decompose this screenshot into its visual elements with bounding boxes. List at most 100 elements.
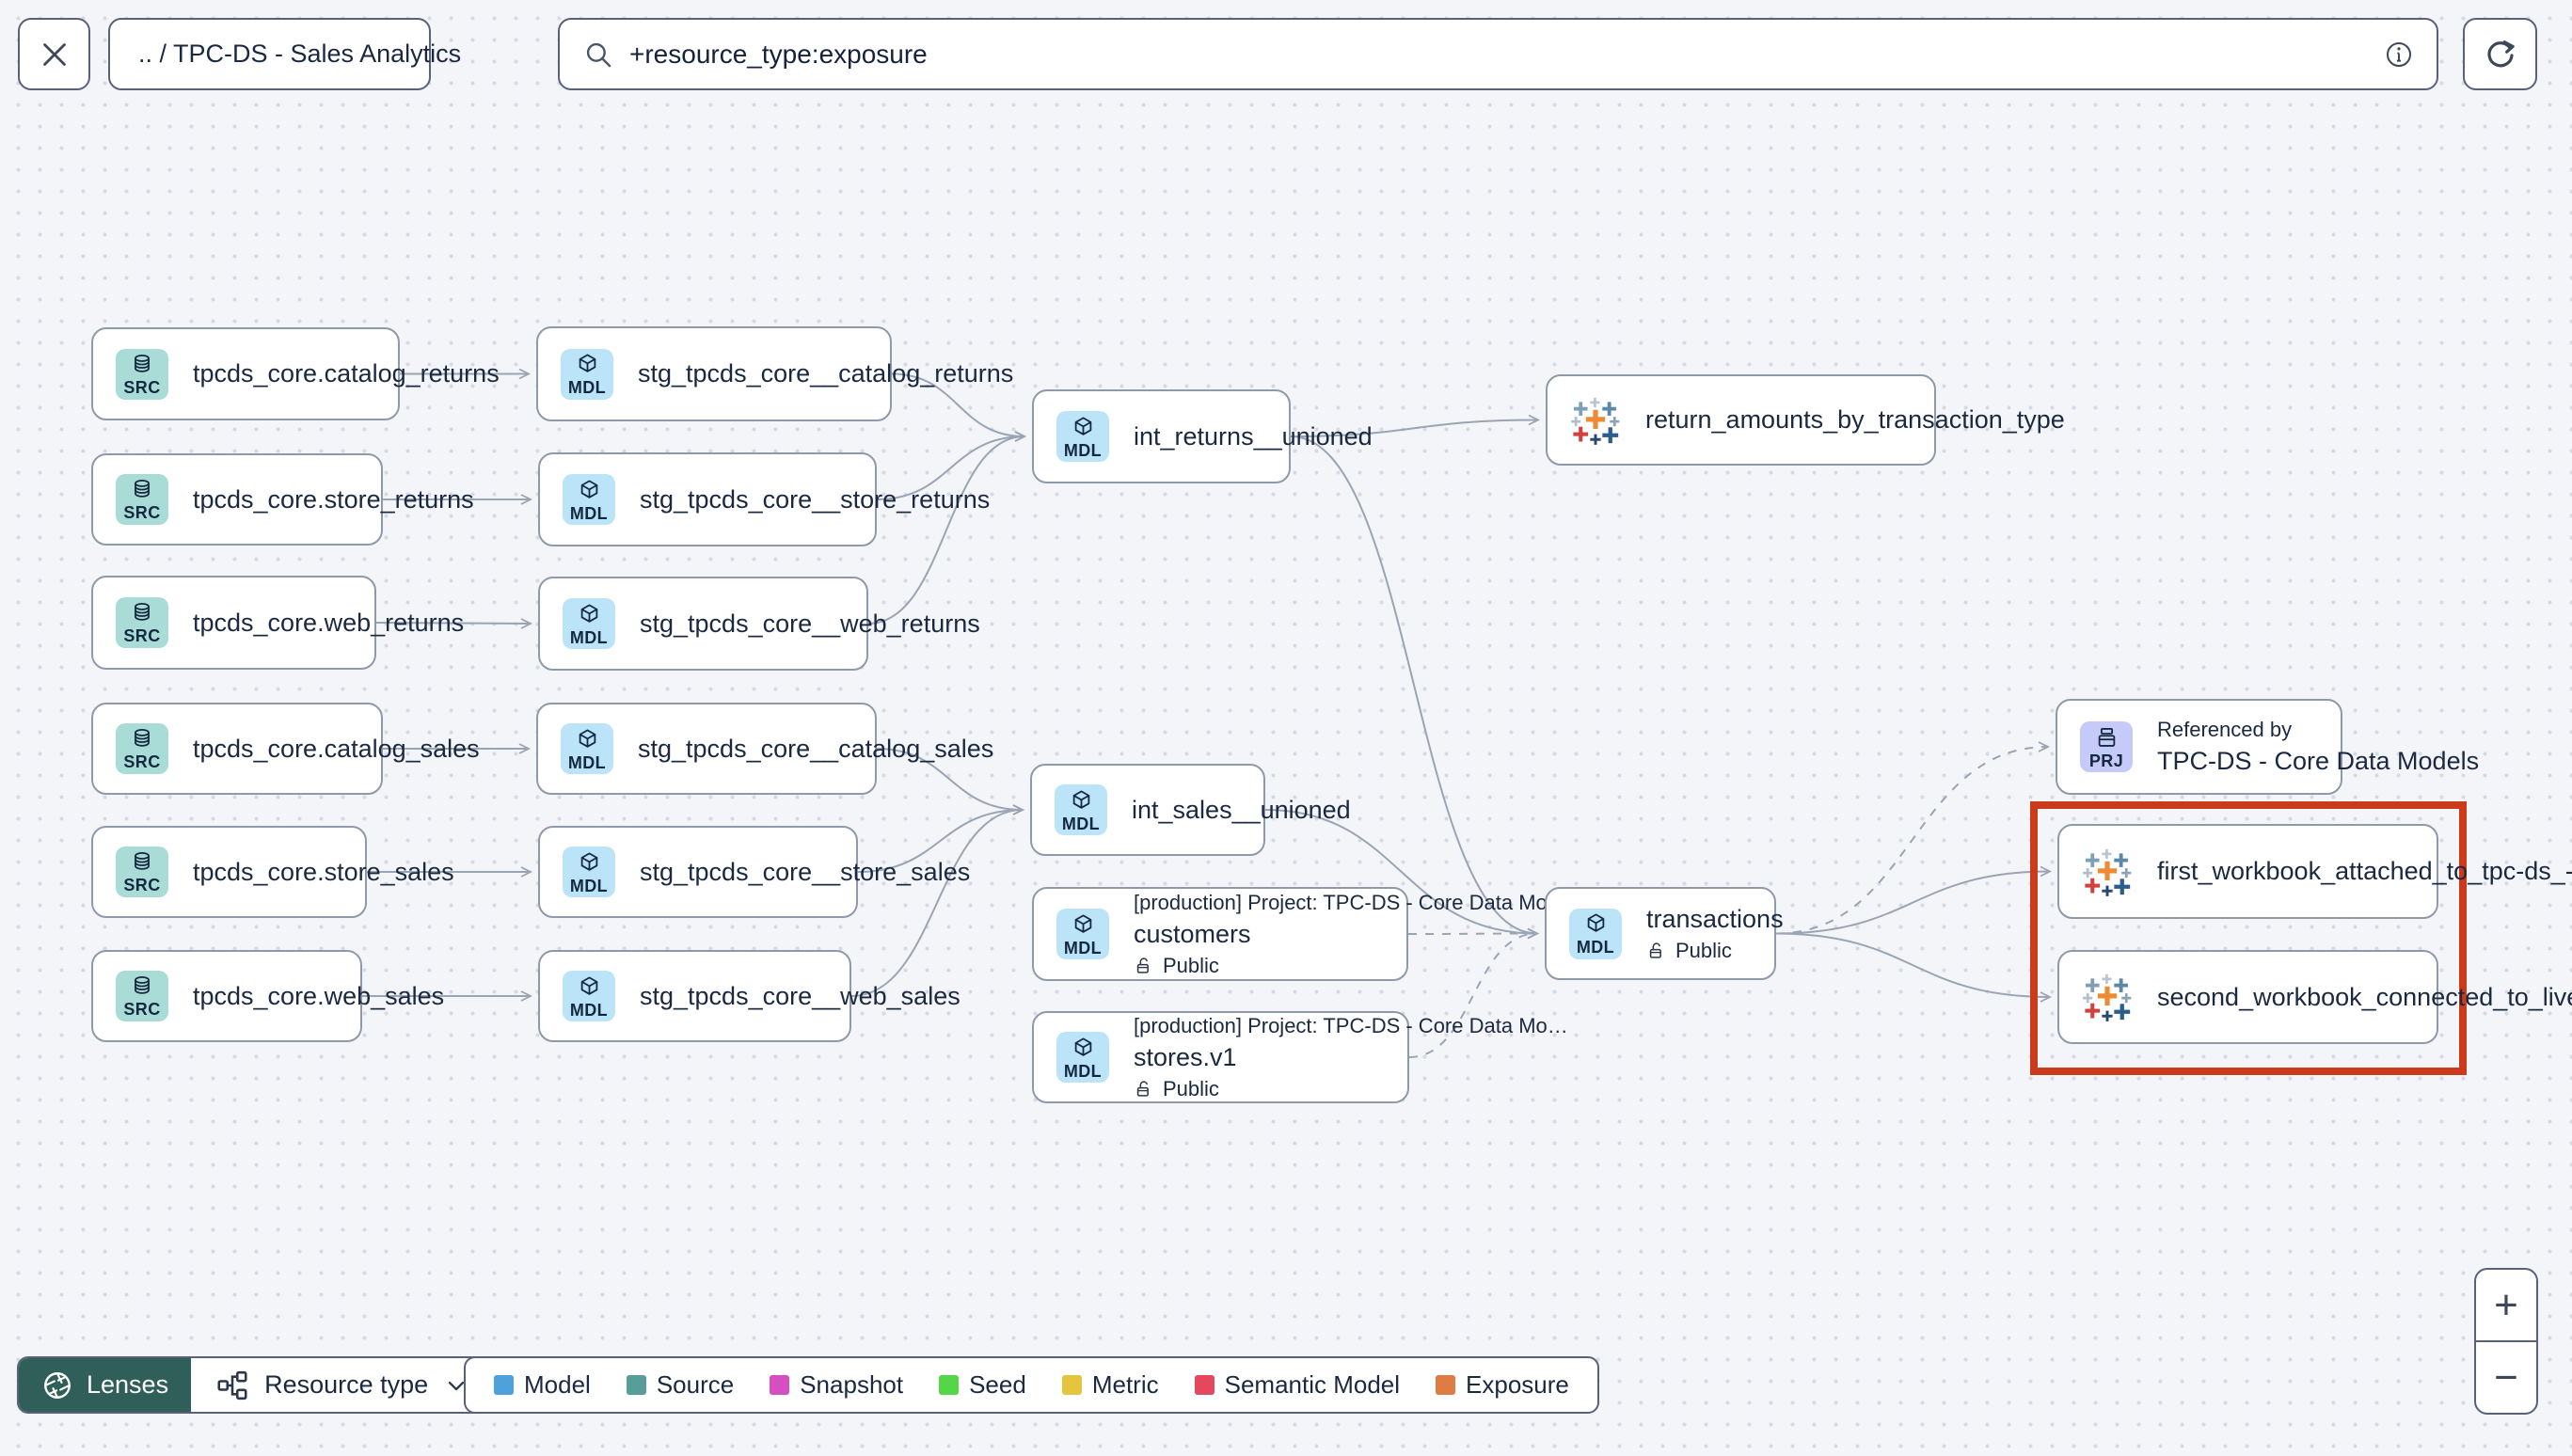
zoom-in-button[interactable]: + — [2476, 1270, 2536, 1342]
edge-transactions-to-wb_first — [1775, 865, 2053, 935]
model-cube-icon: MDL — [1055, 784, 1107, 835]
refresh-button[interactable] — [2463, 18, 2537, 90]
legend-label: Seed — [969, 1370, 1026, 1399]
model-cube-icon: MDL — [561, 723, 613, 774]
lenses-button[interactable]: Lenses — [19, 1358, 192, 1412]
source-database-icon: SRC — [116, 597, 168, 648]
resource-type-dropdown[interactable]: Resource type — [191, 1358, 495, 1412]
node-label: tpcds_core.catalog_returns — [193, 359, 500, 388]
node-label: stg_tpcds_core__catalog_sales — [638, 734, 994, 763]
breadcrumb-label: .. / TPC-DS - Sales Analytics — [138, 40, 462, 68]
graph-node-return_amounts[interactable]: return_amounts_by_transaction_type — [1546, 374, 2065, 466]
legend-item-exposure: Exposure — [1436, 1370, 1569, 1400]
graph-node-stg_catalog_returns[interactable]: MDL stg_tpcds_core__catalog_returns — [536, 326, 1013, 421]
selection-highlight — [2030, 801, 2467, 1075]
legend-swatch — [494, 1375, 514, 1395]
node-label: stg_tpcds_core__web_returns — [640, 609, 980, 638]
access-label: Public — [1163, 1076, 1219, 1100]
close-icon — [42, 42, 66, 66]
graph-node-transactions[interactable]: MDL transactions Public — [1545, 887, 1784, 980]
node-access: Public — [1134, 1077, 1385, 1101]
graph-node-int_sales[interactable]: MDL int_sales__unioned — [1030, 764, 1351, 856]
edge-stg_web_returns-to-int_returns — [867, 431, 1027, 625]
edge-int_returns-to-transactions — [1290, 435, 1540, 940]
node-label: tpcds_core.store_sales — [193, 857, 454, 886]
minus-icon: − — [2494, 1353, 2518, 1401]
source-database-icon: SRC — [116, 474, 168, 525]
legend-swatch — [626, 1375, 646, 1395]
legend-swatch — [1194, 1375, 1215, 1395]
model-cube-icon: MDL — [563, 971, 615, 1021]
resource-badge: SRC — [123, 876, 161, 894]
resource-badge: MDL — [569, 876, 609, 895]
graph-node-wb_second[interactable]: second_workbook_connected_to_live… — [2057, 950, 2572, 1044]
graph-node-stores_v1[interactable]: MDL [production] Project: TPC-DS - Core … — [1032, 1011, 1568, 1103]
node-label: customers — [1134, 919, 1251, 948]
graph-node-stg_store_returns[interactable]: MDL stg_tpcds_core__store_returns — [538, 452, 990, 546]
resource-badge: MDL — [1576, 938, 1615, 957]
resource-type-label: Resource type — [264, 1370, 429, 1399]
legend-item-semantic-model: Semantic Model — [1194, 1370, 1400, 1400]
graph-node-int_returns[interactable]: MDL int_returns__unioned — [1032, 389, 1373, 483]
search-bar — [558, 18, 2438, 90]
search-icon — [586, 42, 611, 67]
node-label: return_amounts_by_transaction_type — [1645, 405, 2065, 434]
graph-node-stg_store_sales[interactable]: MDL stg_tpcds_core__store_sales — [538, 826, 970, 918]
resource-type-legend: Model Source Snapshot Seed Metric Semant… — [464, 1356, 1599, 1414]
legend-swatch — [1436, 1375, 1456, 1395]
graph-node-src_store_returns[interactable]: SRC tpcds_core.store_returns — [91, 453, 474, 546]
node-label: tpcds_core.web_returns — [193, 608, 465, 637]
resource-badge: MDL — [1061, 814, 1101, 833]
edge-transactions-to-wb_second — [1775, 932, 2053, 1003]
refresh-icon — [2486, 40, 2515, 67]
legend-label: Metric — [1091, 1370, 1159, 1399]
node-label: stg_tpcds_core__catalog_returns — [638, 359, 1014, 388]
graph-node-wb_first[interactable]: first_workbook_attached_to_tpc-ds_-_… — [2057, 824, 2572, 919]
legend-item-source: Source — [626, 1370, 734, 1400]
aperture-icon — [44, 1371, 71, 1399]
graph-node-src_catalog_returns[interactable]: SRC tpcds_core.catalog_returns — [91, 327, 500, 420]
model-cube-icon: MDL — [1056, 909, 1109, 959]
resource-badge: MDL — [1063, 938, 1103, 957]
node-access: Public — [1646, 939, 1752, 963]
node-label: tpcds_core.web_sales — [193, 981, 445, 1010]
legend-item-model: Model — [494, 1370, 591, 1400]
exposure-tableau-icon — [2082, 972, 2133, 1022]
model-cube-icon: MDL — [563, 847, 615, 897]
graph-node-stg_catalog_sales[interactable]: MDL stg_tpcds_core__catalog_sales — [536, 703, 993, 795]
graph-node-prj_ref[interactable]: PRJ Referenced by TPC-DS - Core Data Mode… — [2056, 699, 2480, 795]
edge-customers-to-transactions — [1407, 927, 1540, 940]
node-project-title: Referenced by — [2157, 718, 2293, 741]
resource-badge: MDL — [567, 752, 607, 772]
resource-badge: MDL — [569, 1000, 609, 1020]
resource-badge: SRC — [123, 1000, 161, 1019]
graph-node-stg_web_sales[interactable]: MDL stg_tpcds_core__web_sales — [538, 950, 961, 1042]
legend-swatch — [939, 1375, 960, 1395]
graph-node-src_web_sales[interactable]: SRC tpcds_core.web_sales — [91, 950, 444, 1042]
info-icon[interactable] — [2384, 40, 2414, 70]
graph-node-stg_web_returns[interactable]: MDL stg_tpcds_core__web_returns — [538, 577, 980, 671]
node-label: TPC-DS - Core Data Models — [2157, 747, 2480, 775]
source-database-icon: SRC — [116, 348, 168, 400]
plus-icon: + — [2494, 1281, 2518, 1328]
unlock-icon — [1134, 956, 1154, 976]
resource-badge: MDL — [1063, 440, 1103, 460]
breadcrumb[interactable]: .. / TPC-DS - Sales Analytics — [108, 18, 461, 90]
legend-swatch — [770, 1375, 790, 1395]
zoom-out-button[interactable]: − — [2476, 1342, 2536, 1413]
model-cube-icon: MDL — [1056, 1032, 1109, 1083]
node-project-title: [production] Project: TPC-DS - Core Data… — [1134, 1013, 1568, 1037]
graph-node-src_web_returns[interactable]: SRC tpcds_core.web_returns — [91, 576, 464, 670]
resource-badge: PRJ — [2088, 751, 2124, 770]
project-archive-icon: PRJ — [2080, 721, 2133, 772]
graph-node-src_catalog_sales[interactable]: SRC tpcds_core.catalog_sales — [91, 703, 480, 795]
graph-node-customers[interactable]: MDL [production] Project: TPC-DS - Core … — [1032, 887, 1568, 981]
model-cube-icon: MDL — [1569, 908, 1622, 959]
close-button[interactable] — [18, 18, 90, 90]
node-label: stg_tpcds_core__web_sales — [640, 981, 961, 1010]
edge-stg_web_sales-to-int_sales — [850, 804, 1025, 997]
graph-node-src_store_sales[interactable]: SRC tpcds_core.store_sales — [91, 826, 454, 918]
search-input[interactable] — [629, 39, 2369, 70]
source-database-icon: SRC — [116, 847, 168, 897]
